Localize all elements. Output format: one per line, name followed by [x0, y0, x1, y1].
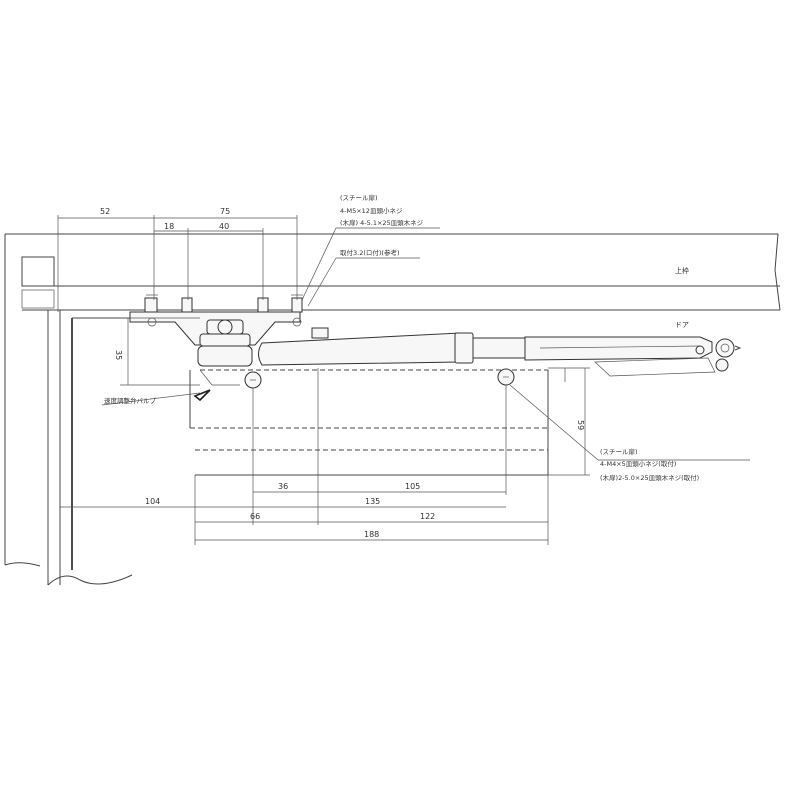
- body-note-steel: (スチール扉): [600, 447, 638, 456]
- body-note-screw-b: (木扉)2-5.0×25皿頭木ネジ(取付): [600, 473, 699, 482]
- dim-75: 75: [220, 207, 230, 216]
- frame-jamb: [4, 234, 200, 586]
- dim-122: 122: [420, 512, 435, 521]
- valve-leader: [101, 392, 201, 406]
- top-dimensions: [57, 215, 298, 312]
- dim-35: 35: [114, 350, 123, 360]
- bracket-note-screw-b: (木扉) 4-5.1×25皿頭木ネジ: [340, 218, 424, 227]
- arm-assembly: [258, 332, 742, 377]
- bracket-note-screw-a: 4-M5×12皿頭小ネジ: [340, 206, 403, 215]
- dim-59: 59: [576, 420, 585, 430]
- bracket-note-steel: (スチール扉): [340, 193, 378, 202]
- valve-label: 速度調整弁バルブ: [104, 396, 157, 405]
- bracket-leaders: [301, 227, 440, 307]
- frame-head: [5, 233, 781, 311]
- dim-35-lines: [120, 317, 200, 386]
- body-leaders: [509, 384, 750, 461]
- bottom-dimensions: [60, 368, 549, 545]
- dim-36: 36: [278, 482, 288, 491]
- dim-52: 52: [100, 207, 110, 216]
- dim-18: 18: [164, 222, 174, 231]
- pinion-assembly: [197, 319, 329, 367]
- dim-40: 40: [219, 222, 229, 231]
- dim-59-lines: [548, 367, 590, 476]
- dim-105: 105: [405, 482, 420, 491]
- closer-body: [189, 368, 549, 476]
- dim-135: 135: [365, 497, 380, 506]
- dim-188: 188: [364, 530, 379, 539]
- body-note-screw-a: 4-M4×5皿頭小ネジ(取付): [600, 459, 676, 468]
- bracket-note-clearance: 取付3.2(ロ付)(参考): [340, 248, 399, 257]
- door-label: ドア: [675, 321, 689, 329]
- dim-66: 66: [250, 512, 260, 521]
- valve-arrow: [193, 389, 211, 402]
- dim-104: 104: [145, 497, 160, 506]
- frame-label: 上枠: [675, 266, 689, 275]
